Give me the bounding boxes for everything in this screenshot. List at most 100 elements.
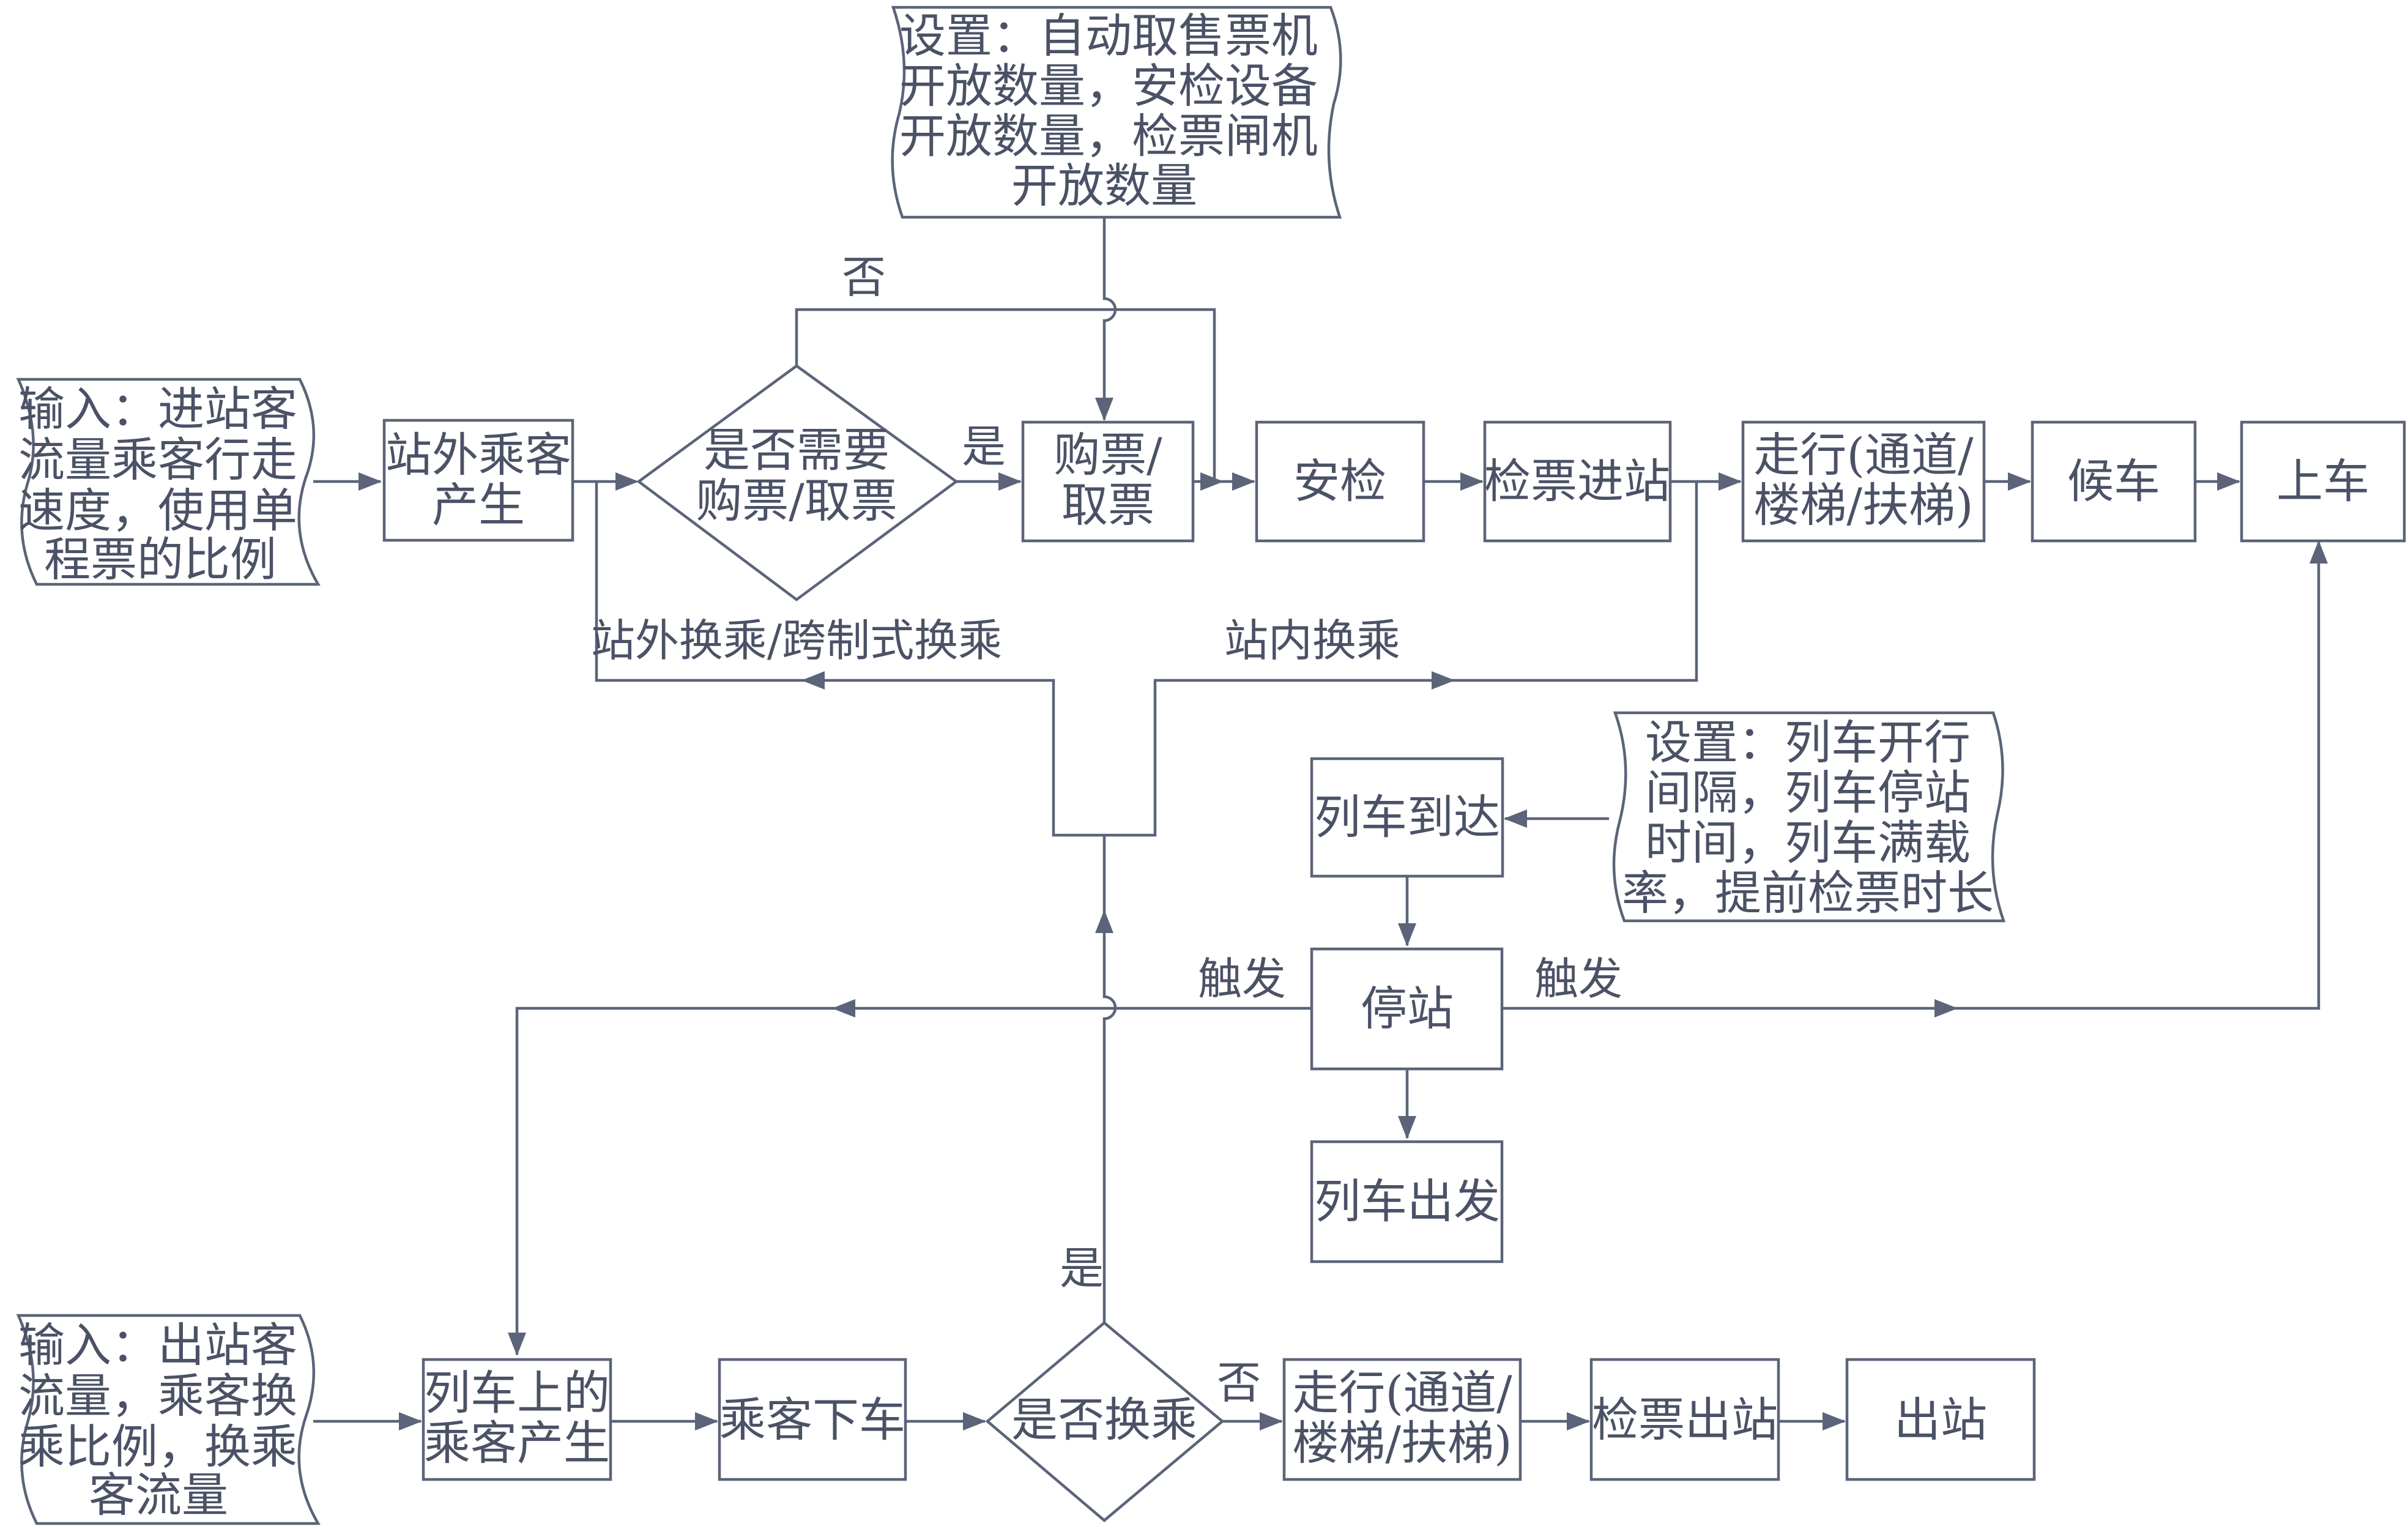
node-need-ticket-line-0: 是否需要 bbox=[704, 423, 890, 477]
arrow-to-walk bbox=[1719, 472, 1742, 491]
node-settings-top-line-2: 开放数量，检票闸机 bbox=[899, 109, 1318, 163]
arrow-to-board bbox=[2217, 472, 2240, 491]
node-walk-in-line-0: 走行(通道/ bbox=[1753, 428, 1974, 482]
arrow-to-stop bbox=[1398, 923, 1416, 947]
edge-trigger-left bbox=[515, 1006, 1312, 1355]
node-settings-top: 设置：自动取售票机 开放数量，安检设备 开放数量，检票闸机 开放数量 bbox=[891, 6, 1342, 219]
node-settings-train: 设置：列车开行 间隔，列车停站 时间，列车满载 率，提前检票时长 bbox=[1612, 711, 2006, 923]
node-buy-line-1: 取票 bbox=[1061, 478, 1154, 532]
node-wait: 候车 bbox=[2031, 420, 2197, 543]
node-input-in: 输入：进站客 流量乘客行走 速度，使用单 程票的比例 bbox=[16, 378, 321, 587]
node-board-line-0: 上车 bbox=[2276, 454, 2369, 508]
node-arrive-line-0: 列车到达 bbox=[1314, 790, 1500, 844]
arrow-to-walk-out bbox=[1260, 1412, 1283, 1430]
node-walk-out-line-0: 走行(通道/ bbox=[1292, 1366, 1512, 1420]
arrow-to-alight bbox=[695, 1412, 718, 1430]
node-settings-train-line-3: 率，提前检票时长 bbox=[1622, 866, 1994, 920]
edge-settings-to-buy bbox=[1102, 217, 1117, 420]
node-gen-train-line-1: 乘客产生 bbox=[424, 1416, 610, 1470]
node-settings-top-line-1: 开放数量，安检设备 bbox=[899, 59, 1318, 113]
arrow-trigger-right-mid bbox=[1934, 999, 1958, 1017]
node-transfer-q-line-0: 是否换乘 bbox=[1011, 1393, 1197, 1447]
arrow-to-depart bbox=[1398, 1116, 1416, 1139]
node-need-ticket-line-1: 购票/取票 bbox=[696, 474, 897, 528]
node-input-out-line-1: 流量，乘客换 bbox=[18, 1369, 297, 1423]
node-alight: 乘客下车 bbox=[718, 1358, 907, 1481]
label-trigger-left: 触发 bbox=[1198, 953, 1286, 1005]
label-yes-bottom: 是 bbox=[1060, 1243, 1104, 1294]
node-input-in-line-1: 流量乘客行走 bbox=[18, 433, 297, 487]
node-input-out-line-2: 乘比例，换乘 bbox=[18, 1419, 297, 1474]
label-transfer-outside: 站外换乘/跨制式换乘 bbox=[591, 615, 1002, 666]
node-stop-line-0: 停站 bbox=[1361, 981, 1454, 1036]
edge-trigger-right bbox=[1502, 541, 2321, 1010]
node-input-in-line-2: 速度，使用单 bbox=[18, 483, 297, 538]
arrow-transfer-outside bbox=[801, 671, 825, 690]
arrow-to-arrive bbox=[1504, 809, 1527, 828]
arrow-to-gate-out bbox=[1567, 1412, 1590, 1430]
node-gate-out: 检票出站 bbox=[1589, 1358, 1780, 1481]
node-settings-top-line-3: 开放数量 bbox=[1011, 158, 1197, 213]
arrow-to-exit bbox=[1823, 1412, 1846, 1430]
arrow-trigger-left-down bbox=[508, 1333, 526, 1356]
edge-transfer-yes-up bbox=[1102, 835, 1117, 1323]
node-alight-line-0: 乘客下车 bbox=[719, 1393, 905, 1447]
node-settings-train-line-2: 时间，列车满载 bbox=[1645, 816, 1971, 870]
node-settings-top-line-0: 设置：自动取售票机 bbox=[899, 9, 1318, 63]
arrowheads bbox=[359, 398, 2328, 1430]
arrow-to-gen bbox=[359, 472, 382, 491]
node-exit: 出站 bbox=[1845, 1358, 2036, 1481]
label-yes-top: 是 bbox=[962, 421, 1006, 472]
node-gen-out-line-0: 站外乘客 bbox=[385, 428, 571, 482]
arrow-to-wait bbox=[2008, 472, 2031, 491]
node-buy-line-0: 购票/ bbox=[1054, 428, 1162, 482]
node-gen-train-line-0: 列车上的 bbox=[424, 1366, 610, 1420]
label-trigger-right: 触发 bbox=[1534, 953, 1622, 1005]
node-gate-in: 检票进站 bbox=[1483, 420, 1672, 543]
node-exit-line-0: 出站 bbox=[1894, 1393, 1987, 1447]
node-input-out: 输入：出站客 流量，乘客换 乘比例，换乘 客流量 bbox=[16, 1314, 321, 1525]
arrow-settings-to-buy bbox=[1095, 398, 1113, 421]
node-input-in-line-3: 程票的比例 bbox=[44, 532, 277, 587]
node-security-line-0: 安检 bbox=[1293, 454, 1386, 508]
node-walk-in: 走行(通道/ 楼梯/扶梯) bbox=[1741, 420, 1986, 543]
arrow-to-transfer bbox=[963, 1412, 986, 1430]
node-settings-train-line-1: 间隔，列车停站 bbox=[1645, 765, 1971, 820]
arrow-to-gen-train bbox=[399, 1412, 422, 1430]
arrow-to-gate bbox=[1460, 472, 1484, 491]
arrow-to-decision bbox=[615, 472, 639, 491]
node-security: 安检 bbox=[1255, 420, 1425, 543]
arrow-yes-up bbox=[1095, 910, 1113, 933]
arrow-loop-end bbox=[1200, 472, 1224, 491]
edge-labels: 否 是 站外换乘/跨制式换乘 站内换乘 触发 触发 是 否 bbox=[591, 251, 1622, 1408]
arrow-transfer-inside bbox=[1432, 671, 1455, 690]
node-gen-out: 站外乘客 产生 bbox=[382, 419, 574, 542]
node-gen-train: 列车上的 乘客产生 bbox=[422, 1358, 612, 1481]
node-gate-in-line-0: 检票进站 bbox=[1484, 454, 1670, 508]
arrow-trigger-left-mid bbox=[832, 999, 855, 1017]
node-input-in-line-0: 输入：进站客 bbox=[18, 382, 297, 436]
node-wait-line-0: 候车 bbox=[2067, 454, 2160, 508]
label-transfer-inside: 站内换乘 bbox=[1224, 615, 1400, 666]
node-arrive: 列车到达 bbox=[1310, 757, 1504, 878]
node-stop: 停站 bbox=[1310, 947, 1504, 1071]
node-gate-out-line-0: 检票出站 bbox=[1592, 1393, 1778, 1447]
edge-decision-no-loop bbox=[795, 308, 1216, 482]
arrow-to-board-up bbox=[2310, 540, 2328, 564]
node-input-out-line-0: 输入：出站客 bbox=[18, 1318, 297, 1372]
node-need-ticket: 是否需要 购票/取票 bbox=[636, 364, 959, 601]
node-buy: 购票/ 取票 bbox=[1021, 420, 1195, 543]
node-transfer-q: 是否换乘 bbox=[985, 1321, 1225, 1522]
label-no-bottom: 否 bbox=[1217, 1357, 1261, 1408]
node-depart-line-0: 列车出发 bbox=[1314, 1174, 1500, 1229]
arrow-to-security bbox=[1232, 472, 1255, 491]
node-gen-out-line-1: 产生 bbox=[432, 478, 525, 532]
node-walk-out-line-1: 楼梯/扶梯) bbox=[1292, 1416, 1512, 1470]
node-walk-in-line-1: 楼梯/扶梯) bbox=[1753, 478, 1973, 532]
node-board: 上车 bbox=[2240, 420, 2406, 543]
node-settings-train-line-0: 设置：列车开行 bbox=[1645, 715, 1971, 770]
node-input-out-line-3: 客流量 bbox=[89, 1468, 228, 1522]
node-walk-out: 走行(通道/ 楼梯/扶梯) bbox=[1282, 1358, 1522, 1481]
label-no-top: 否 bbox=[842, 251, 886, 303]
